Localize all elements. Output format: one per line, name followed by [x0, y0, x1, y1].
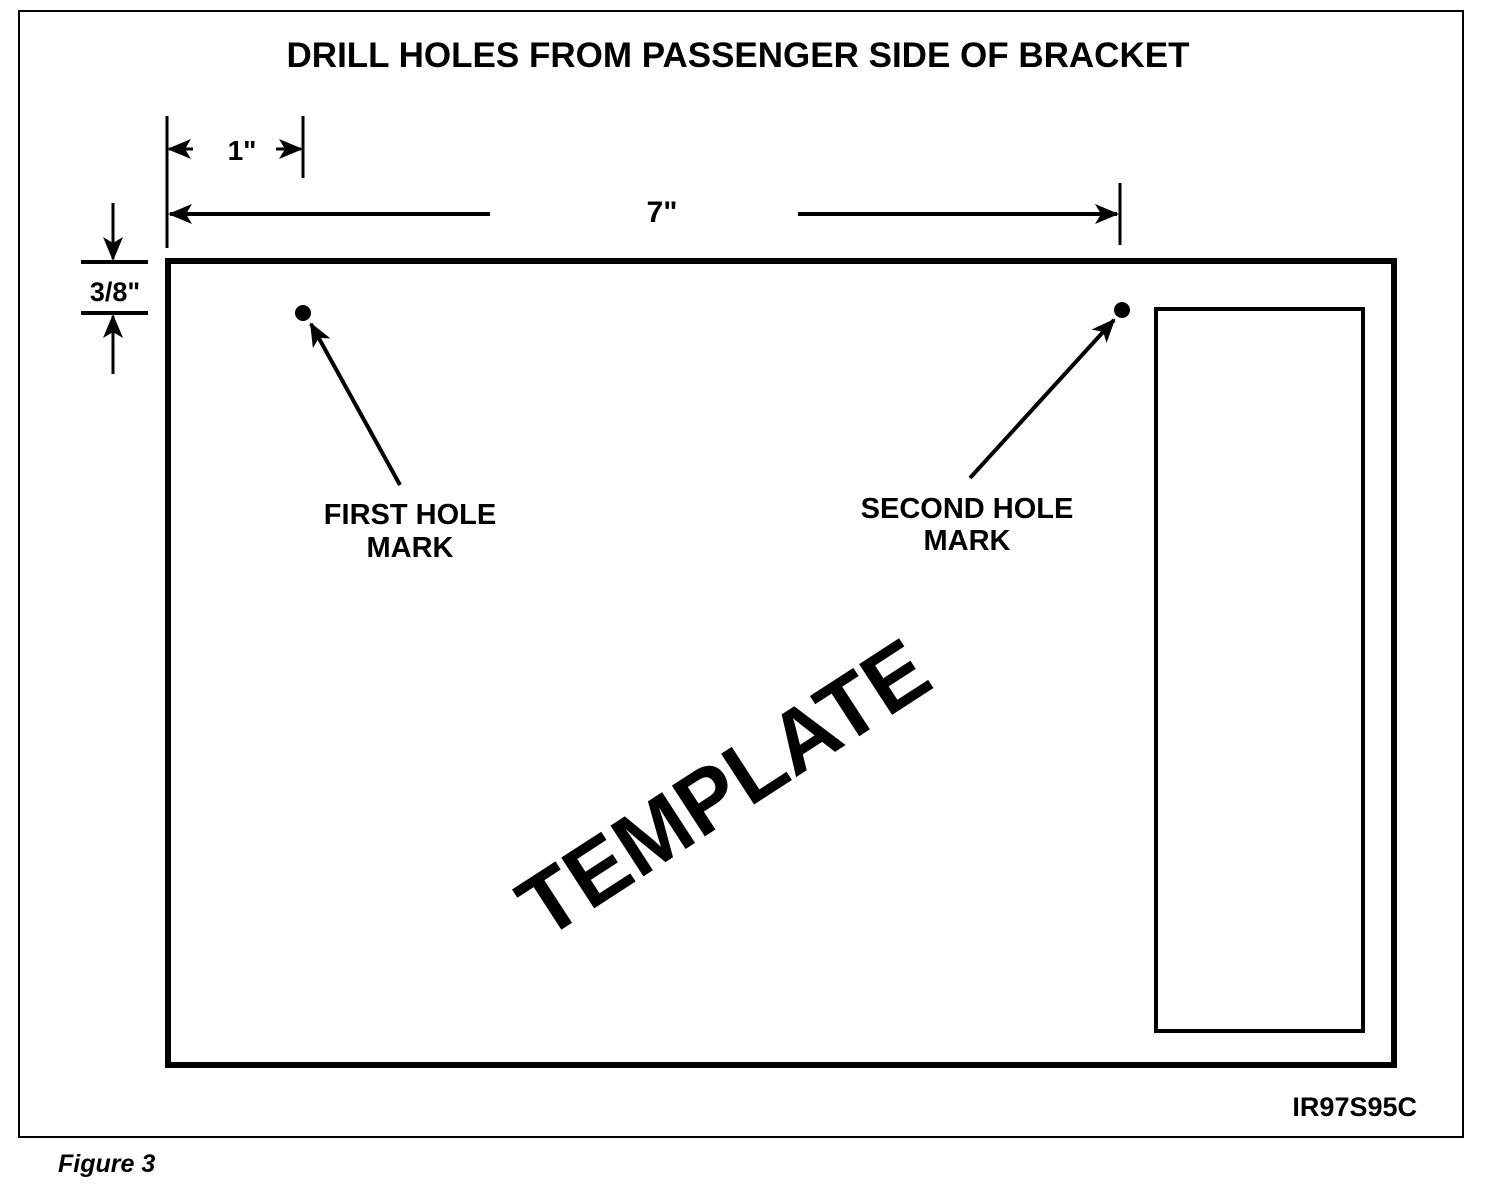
figure-frame	[18, 10, 1464, 1138]
dimension-3-8-inch: 3/8"	[81, 203, 148, 374]
figure-caption: Figure 3	[58, 1150, 156, 1178]
dimension-3-8-inch-label: 3/8"	[90, 277, 140, 307]
second-hole-label-line1: SECOND HOLE	[861, 493, 1074, 525]
dimension-1-inch-label: 1"	[228, 135, 257, 166]
first-hole-mark	[295, 305, 311, 321]
template-outline	[165, 258, 1397, 1068]
dimension-1-inch: 1"	[165, 116, 305, 248]
diagram-title: DRILL HOLES FROM PASSENGER SIDE OF BRACK…	[287, 36, 1190, 75]
figure-id: IR97S95C	[1292, 1092, 1417, 1122]
first-hole-label-line2: MARK	[367, 532, 454, 564]
second-hole-label-line2: MARK	[924, 525, 1011, 557]
dimension-7-inch: 7"	[168, 183, 1122, 245]
first-hole-label-line1: FIRST HOLE	[324, 499, 496, 531]
first-hole-leader-arrow	[309, 322, 402, 486]
second-hole-mark	[1114, 302, 1130, 318]
template-label: TEMPLATE	[501, 619, 947, 957]
bracket-cutout	[1154, 307, 1365, 1033]
second-hole-leader-arrow	[968, 318, 1116, 480]
dimension-7-inch-label: 7"	[647, 196, 678, 229]
